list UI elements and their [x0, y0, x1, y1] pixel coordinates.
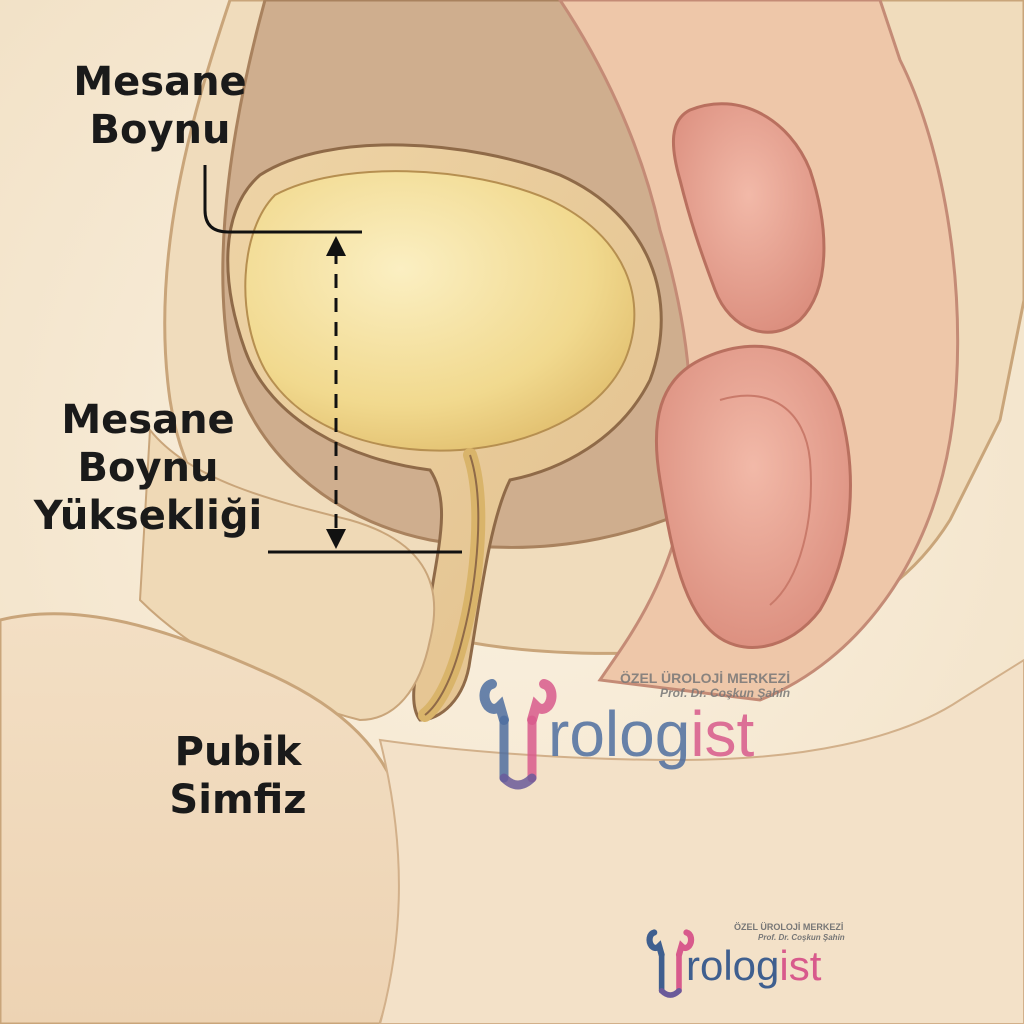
brand-accent: ist [690, 698, 755, 770]
watermark-brand-small: rologist [686, 940, 821, 992]
label-line: Pubik [174, 729, 302, 775]
bladder [244, 170, 636, 452]
urethra-outline [424, 454, 480, 716]
arrow-up-icon [326, 236, 346, 256]
label-bladder-neck: Mesane Boynu [60, 58, 260, 154]
watermark-clinic-small: ÖZEL ÜROLOJİ MERKEZİ [734, 922, 844, 932]
arrow-down-icon [326, 529, 346, 549]
watermark-large: ÖZEL ÜROLOJİ MERKEZİ Prof. Dr. Coşkun Şa… [480, 664, 820, 794]
rectum [654, 344, 852, 649]
kidney-ureter-logo-icon [479, 679, 557, 790]
watermark-doctor: Prof. Dr. Coşkun Şahin [660, 686, 791, 700]
label-bladder-neck-height: Mesane Boynu Yükseklı̇ği [28, 396, 268, 540]
label-line: Yükseklı̇ği [33, 493, 263, 539]
label-line: Boynu [89, 107, 231, 153]
watermark-small: ÖZEL ÜROLOJİ MERKEZİ Prof. Dr. Coşkun Şa… [646, 918, 866, 1008]
watermark-brand: rologist [548, 694, 754, 774]
watermark-doctor-small: Prof. Dr. Coşkun Şahin [758, 933, 845, 942]
rectum-inner-fold [719, 394, 812, 606]
label-line: Mesane [73, 59, 247, 105]
brand-accent-small: ist [779, 942, 822, 989]
label-line: Simfiz [169, 777, 307, 823]
watermark-clinic: ÖZEL ÜROLOJİ MERKEZİ [620, 670, 791, 686]
brand-plain-small: rolog [686, 942, 780, 989]
brand-plain: rolog [548, 698, 691, 770]
perineum [378, 658, 1024, 1024]
label-line: Mesane [61, 397, 235, 443]
label-pubic-symphysis: Pubik Simfiz [138, 728, 338, 824]
bowel-loop-upper [671, 102, 826, 334]
kidney-ureter-logo-icon-small [646, 929, 695, 998]
label-line: Boynu [77, 445, 219, 491]
bladder-neck-leader-line [203, 165, 362, 234]
